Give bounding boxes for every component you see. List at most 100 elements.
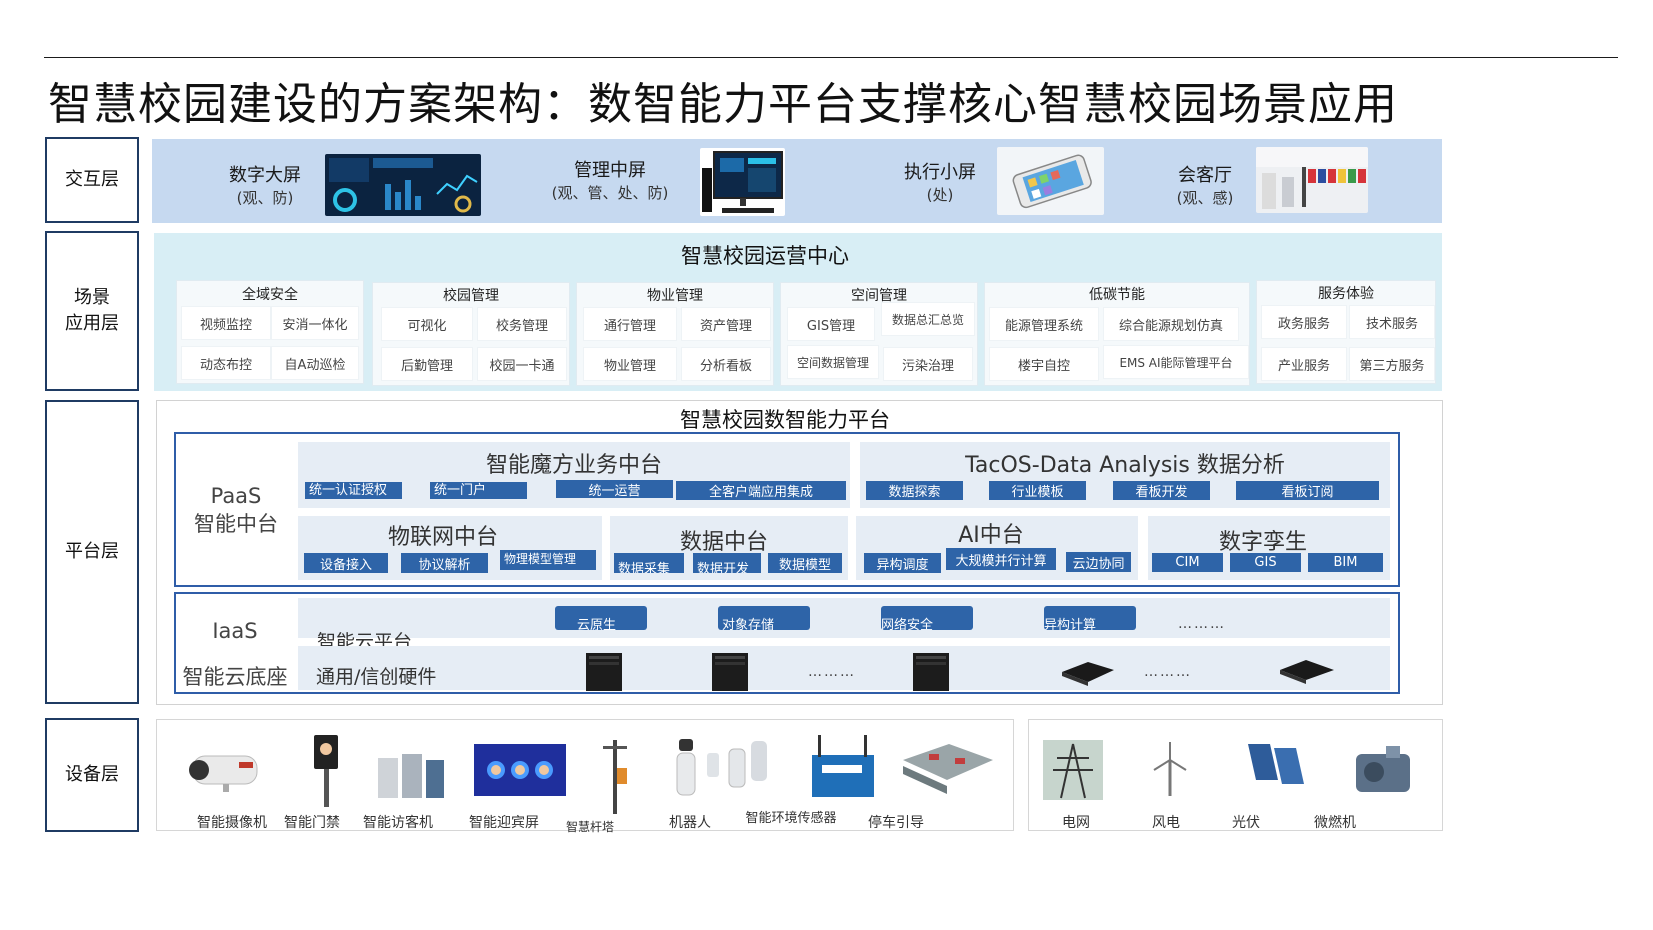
btn-client-integration[interactable]: 全客户端应用集成 — [676, 481, 846, 500]
chip-tech-service[interactable]: 技术服务 — [1350, 306, 1434, 338]
chip-gov-service[interactable]: 政务服务 — [1262, 306, 1346, 338]
panel-hardware — [298, 646, 1390, 690]
big-screen-label: 数字大屏 — [229, 165, 301, 186]
btn-object-storage[interactable]: 对象存储 — [718, 606, 810, 630]
btn-unified-ops[interactable]: 统一运营 — [556, 480, 673, 498]
layer-label-interaction: 交互层 — [45, 137, 139, 223]
btn-unified-auth[interactable]: 统一认证授权 — [305, 482, 402, 499]
chip-space-data[interactable]: 空间数据管理 — [788, 346, 878, 378]
btn-board-dev[interactable]: 看板开发 — [1113, 481, 1210, 500]
chip-pollution[interactable]: 污染治理 — [884, 348, 972, 380]
data-analysis-title: TacOS-Data Analysis 数据分析 — [965, 453, 1285, 478]
server-tower-icon — [586, 653, 622, 691]
rack-server-icon — [1280, 660, 1334, 684]
title-rule — [44, 57, 1618, 58]
chip-data-overview[interactable]: 数据总汇总览 — [882, 303, 974, 335]
device-label-parking-guide: 停车引导 — [868, 815, 924, 831]
robot-icon — [676, 739, 767, 796]
data-middle-title: 数据中台 — [679, 530, 768, 555]
layer-label-platform: 平台层 — [45, 400, 139, 704]
group-title-property: 物业管理 — [647, 288, 703, 304]
reception-room-image — [1256, 147, 1368, 213]
chip-energy-system[interactable]: 能源管理系统 — [990, 308, 1098, 340]
chip-assets[interactable]: 资产管理 — [682, 308, 770, 340]
phone-image — [997, 147, 1104, 215]
group-title-carbon: 低碳节能 — [1089, 287, 1145, 303]
device-label-solar: 光伏 — [1232, 815, 1260, 831]
camera-icon — [189, 755, 258, 792]
page-title: 智慧校园建设的方案架构：数智能力平台支撑核心智慧校园场景应用 — [48, 79, 1398, 130]
panel-cloud-platform — [298, 598, 1390, 638]
small-screen-sub: (处) — [926, 186, 954, 204]
btn-hetero-schedule[interactable]: 异构调度 — [864, 553, 941, 573]
chip-campus-card[interactable]: 校园一卡通 — [478, 348, 566, 380]
btn-parallel-compute[interactable]: 大规模并行计算 — [946, 548, 1056, 570]
device-label-robot: 机器人 — [669, 815, 711, 831]
interaction-item-mid-screen: 管理中屏 (观、管、处、防) — [540, 160, 680, 204]
lounge-label: 会客厅 — [1178, 165, 1232, 186]
chip-ems-ai[interactable]: EMS AI能际管理平台 — [1104, 346, 1248, 378]
access-gate-icon — [314, 735, 338, 807]
device-label-camera: 智能摄像机 — [197, 815, 267, 831]
interaction-item-big-screen: 数字大屏 (观、防) — [215, 165, 315, 209]
chip-third-party[interactable]: 第三方服务 — [1350, 348, 1434, 380]
btn-data-explore[interactable]: 数据探索 — [866, 481, 963, 500]
btn-physical-model[interactable]: 物理模型管理 — [500, 550, 596, 570]
platform-title: 智慧校园数智能力平台 — [680, 408, 890, 432]
group-title-space: 空间管理 — [851, 288, 907, 304]
btn-cloud-native[interactable]: 云原生 — [555, 606, 647, 630]
chip-auto-patrol[interactable]: 自A动巡检 — [272, 347, 358, 379]
btn-protocol-parse[interactable]: 协议解析 — [401, 553, 488, 573]
layer-label-device: 设备层 — [45, 718, 139, 832]
cloud-more-dots: ……… — [1178, 616, 1226, 632]
chip-building-control[interactable]: 楼宇自控 — [990, 348, 1098, 380]
btn-industry-template[interactable]: 行业模板 — [989, 481, 1086, 500]
digital-twin-title: 数字孪生 — [1218, 530, 1307, 555]
btn-bim[interactable]: BIM — [1308, 553, 1383, 572]
chip-energy-planning[interactable]: 综合能源规划仿真 — [1104, 308, 1238, 340]
btn-board-subscribe[interactable]: 看板订阅 — [1236, 481, 1379, 500]
btn-data-dev[interactable]: 数据开发 — [693, 553, 761, 573]
business-middle-title: 智能魔方业务中台 — [485, 453, 662, 478]
chip-access[interactable]: 通行管理 — [584, 308, 676, 340]
btn-device-access[interactable]: 设备接入 — [304, 553, 388, 573]
ai-middle-title: AI中台 — [958, 523, 1024, 548]
scenario-title: 智慧校园运营中心 — [681, 244, 849, 268]
mid-screen-sub: (观、管、处、防) — [551, 184, 669, 202]
group-title-security: 全域安全 — [242, 287, 298, 303]
interaction-item-lounge: 会客厅 (观、感) — [1160, 165, 1250, 209]
btn-hetero-compute[interactable]: 异构计算 — [1044, 606, 1136, 630]
btn-network-security[interactable]: 网络安全 — [881, 606, 973, 630]
chip-security-fire[interactable]: 安消一体化 — [272, 307, 358, 339]
chip-analysis-board[interactable]: 分析看板 — [682, 348, 770, 380]
group-title-campus: 校园管理 — [443, 288, 499, 304]
mid-screen-label: 管理中屏 — [574, 160, 646, 181]
dashboard-screen-image — [325, 154, 481, 216]
btn-data-collect[interactable]: 数据采集 — [614, 553, 684, 573]
monitor-image — [700, 148, 785, 216]
device-label-env-sensor: 智能环境传感器 — [745, 811, 837, 826]
btn-unified-portal[interactable]: 统一门户 — [430, 482, 527, 499]
device-label-welcome-screen: 智能迎宾屏 — [469, 815, 539, 831]
visitor-kiosk-icon — [378, 754, 444, 798]
chip-gis[interactable]: GIS管理 — [788, 308, 874, 340]
chip-visualization[interactable]: 可视化 — [382, 308, 472, 340]
device-label-micro-turbine: 微燃机 — [1314, 815, 1356, 831]
wind-turbine-icon — [1153, 742, 1187, 796]
btn-cim[interactable]: CIM — [1152, 553, 1223, 572]
group-title-service: 服务体验 — [1318, 286, 1374, 302]
btn-data-model[interactable]: 数据模型 — [768, 553, 842, 573]
chip-industry-service[interactable]: 产业服务 — [1262, 348, 1346, 380]
small-screen-label: 执行小屏 — [904, 162, 976, 183]
lounge-sub: (观、感) — [1176, 189, 1234, 207]
parking-guide-icon — [903, 744, 993, 794]
chip-dynamic-control[interactable]: 动态布控 — [182, 347, 270, 379]
chip-logistics[interactable]: 后勤管理 — [382, 348, 472, 380]
chip-video-monitor[interactable]: 视频监控 — [182, 307, 270, 339]
rack-server-icon — [1062, 662, 1114, 686]
chip-school-affairs[interactable]: 校务管理 — [478, 308, 566, 340]
interaction-item-small-screen: 执行小屏 (处) — [885, 162, 995, 206]
btn-gis[interactable]: GIS — [1230, 553, 1301, 572]
chip-property-mgmt[interactable]: 物业管理 — [584, 348, 676, 380]
btn-cloud-edge[interactable]: 云边协同 — [1066, 552, 1131, 572]
